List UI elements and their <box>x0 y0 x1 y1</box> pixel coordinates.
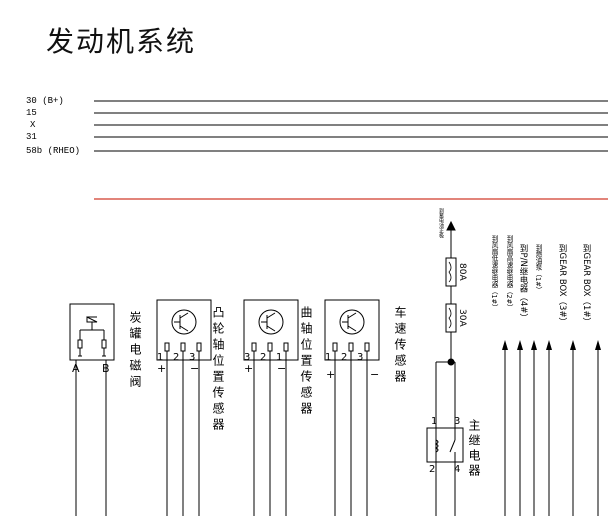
speed-pin-3: 3 <box>357 352 363 363</box>
canister-valve <box>69 303 115 516</box>
cam-plus: + <box>157 362 166 375</box>
cam-minus: − <box>190 362 199 375</box>
crank-sensor-label: 曲轴位置传感器 <box>299 306 313 418</box>
output-label-gearbox-1: 到GEAR BOX（1#） <box>581 244 591 326</box>
arrow-up-icon <box>531 340 537 350</box>
output-wires <box>504 350 599 516</box>
arrow-up-icon <box>570 340 576 350</box>
cam-pin-2: 2 <box>173 352 179 363</box>
transistor-icon <box>258 309 284 335</box>
relay-coil-icon <box>434 434 439 458</box>
cam-sensor-label: 凸轮轴位置传感器 <box>211 306 225 434</box>
valve-icon <box>86 316 98 323</box>
bus-label-31: 31 <box>26 132 37 142</box>
bus-label-58b: 58b (RHEO) <box>26 146 81 156</box>
arrow-up-icon <box>595 340 601 350</box>
speed-plus: + <box>326 368 335 381</box>
fuse-30a <box>445 303 457 333</box>
canister-valve-label: 炭罐电磁阀 <box>128 311 142 391</box>
cam-pin-3: 3 <box>189 352 195 363</box>
fuse-30a-label: 30A <box>457 309 467 327</box>
crank-plus: + <box>244 362 253 375</box>
main-relay-box <box>426 427 464 463</box>
speed-sensor-box <box>324 299 380 361</box>
arrow-up-icon <box>502 340 508 350</box>
relay-pin-2: 2 <box>429 464 435 475</box>
transistor-icon <box>339 309 365 335</box>
output-arrows <box>502 340 601 350</box>
crank-sensor <box>243 299 299 516</box>
crank-pin-3: 3 <box>244 352 250 363</box>
junction-dot <box>447 358 455 366</box>
power-source-label: 到蓄电池正极 <box>438 207 444 239</box>
output-label-fuel-pump: 到燃油泵（1#） <box>534 244 542 294</box>
canister-pin-a: A <box>72 362 80 375</box>
crank-pin-2: 2 <box>260 352 266 363</box>
crank-sensor-box <box>243 299 299 361</box>
output-label-pn: 到P/N继电器（4#） <box>518 244 528 322</box>
page-title: 发动机系统 <box>46 25 197 58</box>
speed-minus: − <box>370 368 379 381</box>
canister-valve-box <box>69 303 115 361</box>
cam-sensor <box>156 299 212 516</box>
arrow-up-icon <box>546 340 552 350</box>
relay-switch-icon <box>449 439 456 453</box>
arrow-up-icon <box>517 340 523 350</box>
relay-pin-3: 3 <box>454 416 460 427</box>
bus-label-x: X <box>30 120 36 130</box>
power-feed <box>426 220 464 516</box>
output-label-fan-low: 到风扇低速继电器（1#） <box>490 235 498 311</box>
fuse-80a <box>445 257 457 287</box>
arrow-up-icon <box>446 220 456 231</box>
canister-pin-b: B <box>102 362 110 375</box>
crank-minus: − <box>277 362 286 375</box>
speed-pin-2: 2 <box>341 352 347 363</box>
speed-sensor <box>324 299 380 516</box>
cam-pin-1: 1 <box>157 352 163 363</box>
output-label-fan-high: 到风扇高速继电器（2#） <box>505 235 513 311</box>
crank-pin-1: 1 <box>276 352 282 363</box>
bus-label-30: 30 (B+) <box>26 96 64 106</box>
bus-label-15: 15 <box>26 108 37 118</box>
transistor-icon <box>171 309 197 335</box>
relay-pin-1: 1 <box>431 416 437 427</box>
main-relay-label: 主继电器 <box>467 419 481 479</box>
relay-pin-4: 4 <box>454 464 460 475</box>
fuse-80a-label: 80A <box>457 263 467 281</box>
speed-sensor-label: 车速传感器 <box>393 305 407 386</box>
speed-pin-1: 1 <box>325 352 331 363</box>
output-label-gearbox-3: 到GEAR BOX（3#） <box>557 244 567 326</box>
cam-sensor-box <box>156 299 212 361</box>
